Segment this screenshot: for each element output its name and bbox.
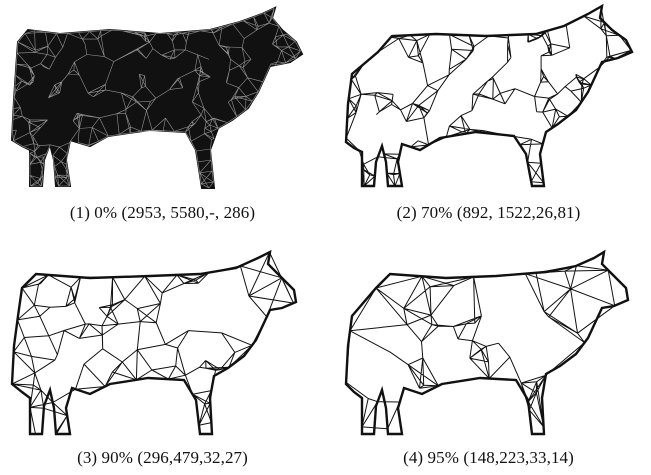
panel-1-caption: (1) 0% (2953, 5580,-, 286) [69,203,256,222]
cow-mesh-icon [344,3,634,188]
panel-1: (1) 0% (2953, 5580,-, 286) [0,0,325,237]
cow-mesh-icon [10,6,304,189]
mesh-edges [345,265,616,430]
panel-2: (2) 70% (892, 1522,26,81) [326,0,651,237]
panel-4: (4) 95% (148,223,33,14) [326,238,651,475]
mesh-edges [12,8,301,189]
panel-4-caption: (4) 95% (148,223,33,14) [403,448,574,467]
cow-mesh-icon [10,249,298,436]
panel-3: (3) 90% (296,479,32,27) [0,238,325,475]
panel-3-caption: (3) 90% (296,479,32,27) [77,448,248,467]
mesh-edges [345,6,632,187]
cow-mesh-icon [344,249,630,436]
panel-2-caption: (2) 70% (892, 1522,26,81) [396,203,581,222]
mesh-edges [11,251,294,435]
